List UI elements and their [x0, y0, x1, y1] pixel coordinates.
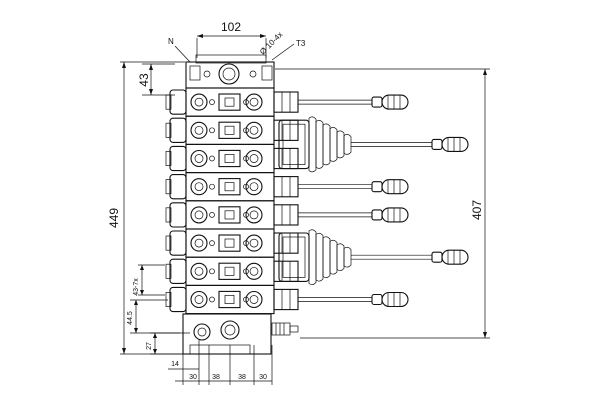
- valve-section: [165, 87, 409, 117]
- dim-total-height: 449: [107, 61, 190, 355]
- dim-label-inlet-height: 43: [137, 73, 151, 87]
- dim-label-bottom-section: 44.5: [127, 311, 134, 325]
- dim-label-bottom-38-right: 38: [238, 374, 246, 381]
- outlet-block: [182, 313, 299, 355]
- valve-section: [165, 284, 409, 315]
- dim-bottom-section: 44.5: [127, 299, 180, 334]
- valve-section: [165, 200, 409, 230]
- dim-top-width: 102: [196, 20, 267, 58]
- valve-section: [165, 172, 409, 202]
- dim-label-total-height: 449: [107, 208, 121, 228]
- valve-section: [165, 115, 299, 145]
- port-size-label: Ø 10-4x: [258, 30, 284, 56]
- valve-section: [165, 143, 299, 174]
- joystick-assembly: [278, 116, 469, 173]
- dim-label-base-offset: 27: [146, 342, 153, 350]
- dim-bottom-row: 14 30 38 38 30: [168, 340, 273, 385]
- valve-section: [165, 228, 299, 258]
- dim-label-bottom-14: 14: [171, 361, 179, 368]
- inlet-block: [185, 54, 275, 89]
- dim-label-bottom-30-right: 30: [259, 374, 267, 381]
- port-label-t3: T3: [296, 39, 306, 48]
- valve-sections: [165, 87, 469, 315]
- dim-label-bottom-30-left: 30: [189, 374, 197, 381]
- dim-label-top-width: 102: [221, 20, 241, 34]
- valve-section: [165, 256, 299, 286]
- dim-label-right-height: 407: [470, 200, 484, 220]
- dim-section-pitch: 43-7x: [133, 264, 165, 296]
- dim-label-section-pitch: 43-7x: [133, 278, 140, 296]
- port-label-n: N: [168, 37, 174, 46]
- dim-right-height: 407: [275, 68, 490, 339]
- dim-label-bottom-38-left: 38: [212, 374, 220, 381]
- dim-inlet-height: 43: [137, 63, 175, 96]
- joystick-assembly: [278, 229, 469, 286]
